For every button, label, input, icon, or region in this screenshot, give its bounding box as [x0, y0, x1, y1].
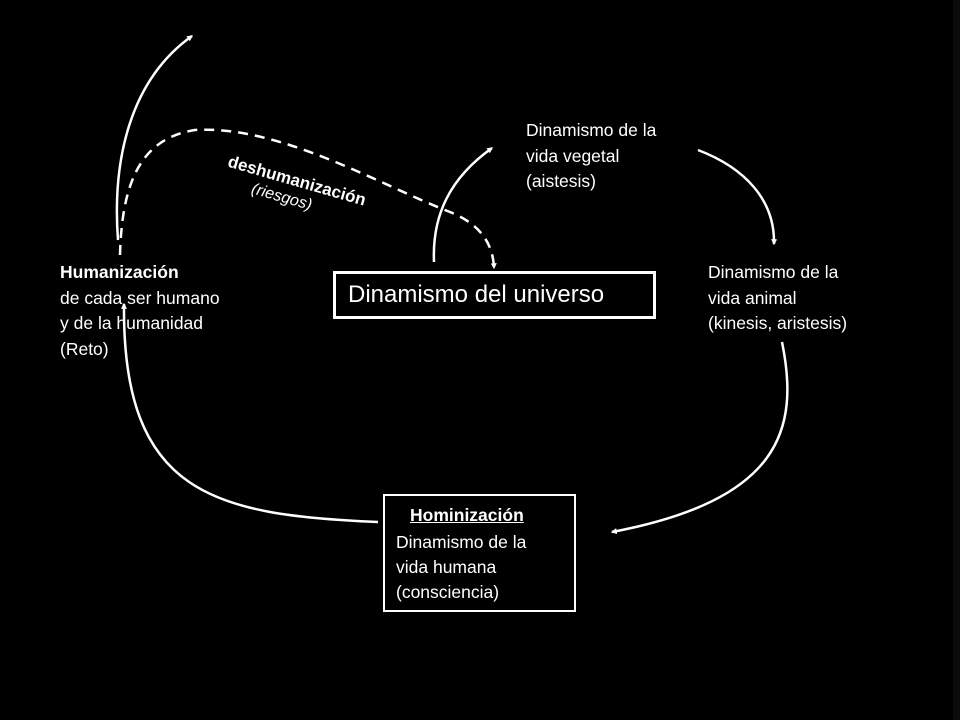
vegetal-node: Dinamismo de la vida vegetal (aistesis) [526, 118, 656, 195]
edge-strip [953, 0, 960, 720]
arrow-animal-to-hominizacion [610, 341, 789, 535]
vegetal-line-1: Dinamismo de la [526, 120, 657, 140]
hominizacion-title: Hominización [410, 505, 524, 525]
vegetal-line-2: vida vegetal [526, 145, 620, 166]
arrow-vegetal-to-animal [697, 148, 778, 246]
animal-line-2: vida animal [708, 287, 797, 308]
humanizacion-line-1: de cada ser humano [60, 287, 220, 308]
animal-node: Dinamismo de la vida animal (kinesis, ar… [708, 260, 847, 337]
arrow-humanizacion-upward [115, 34, 193, 241]
hominizacion-line-3: (consciencia) [396, 582, 500, 602]
humanizacion-line-2: y de la humanidad [60, 313, 204, 333]
universe-label: Dinamismo del universo [348, 281, 605, 308]
arrow-universe-to-vegetal [432, 146, 493, 263]
arrow-deshumanizacion-dashed [118, 128, 497, 270]
hominizacion-box: Hominización Dinamismo de la vida humana… [383, 494, 576, 612]
humanizacion-title: Humanización [60, 262, 179, 282]
vegetal-line-3: (aistesis) [526, 171, 597, 191]
hominizacion-line-2: vida humana [396, 557, 497, 577]
arrow-hominizacion-to-humanizacion [120, 302, 379, 524]
humanizacion-line-3: (Reto) [60, 338, 109, 359]
humanizacion-node: Humanización de cada ser humano y de la … [60, 260, 220, 362]
universe-box: Dinamismo del universo [333, 271, 656, 319]
animal-line-1: Dinamismo de la [708, 262, 839, 282]
hominizacion-line-1: Dinamismo de la [396, 532, 527, 552]
animal-line-3: (kinesis, aristesis) [708, 313, 848, 333]
